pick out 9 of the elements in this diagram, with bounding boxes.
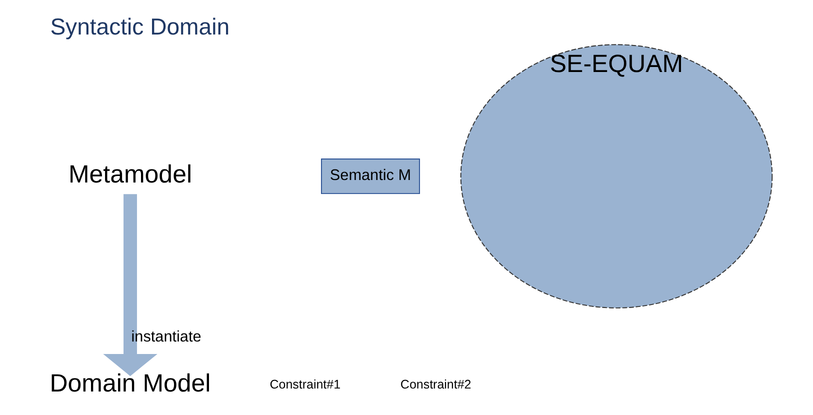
node-ellipse: SE-EQUAM [460, 44, 772, 308]
arrow [102, 194, 157, 376]
node-text: Metamodel [68, 160, 192, 188]
label: Constraint#2 [400, 378, 471, 392]
label: Constraint#1 [269, 378, 340, 392]
node-box: Semantic M [320, 158, 420, 194]
node-text: Domain Model [49, 369, 210, 398]
diagram-title: Syntactic Domain [50, 13, 230, 40]
edge-label: instantiate [130, 328, 201, 346]
